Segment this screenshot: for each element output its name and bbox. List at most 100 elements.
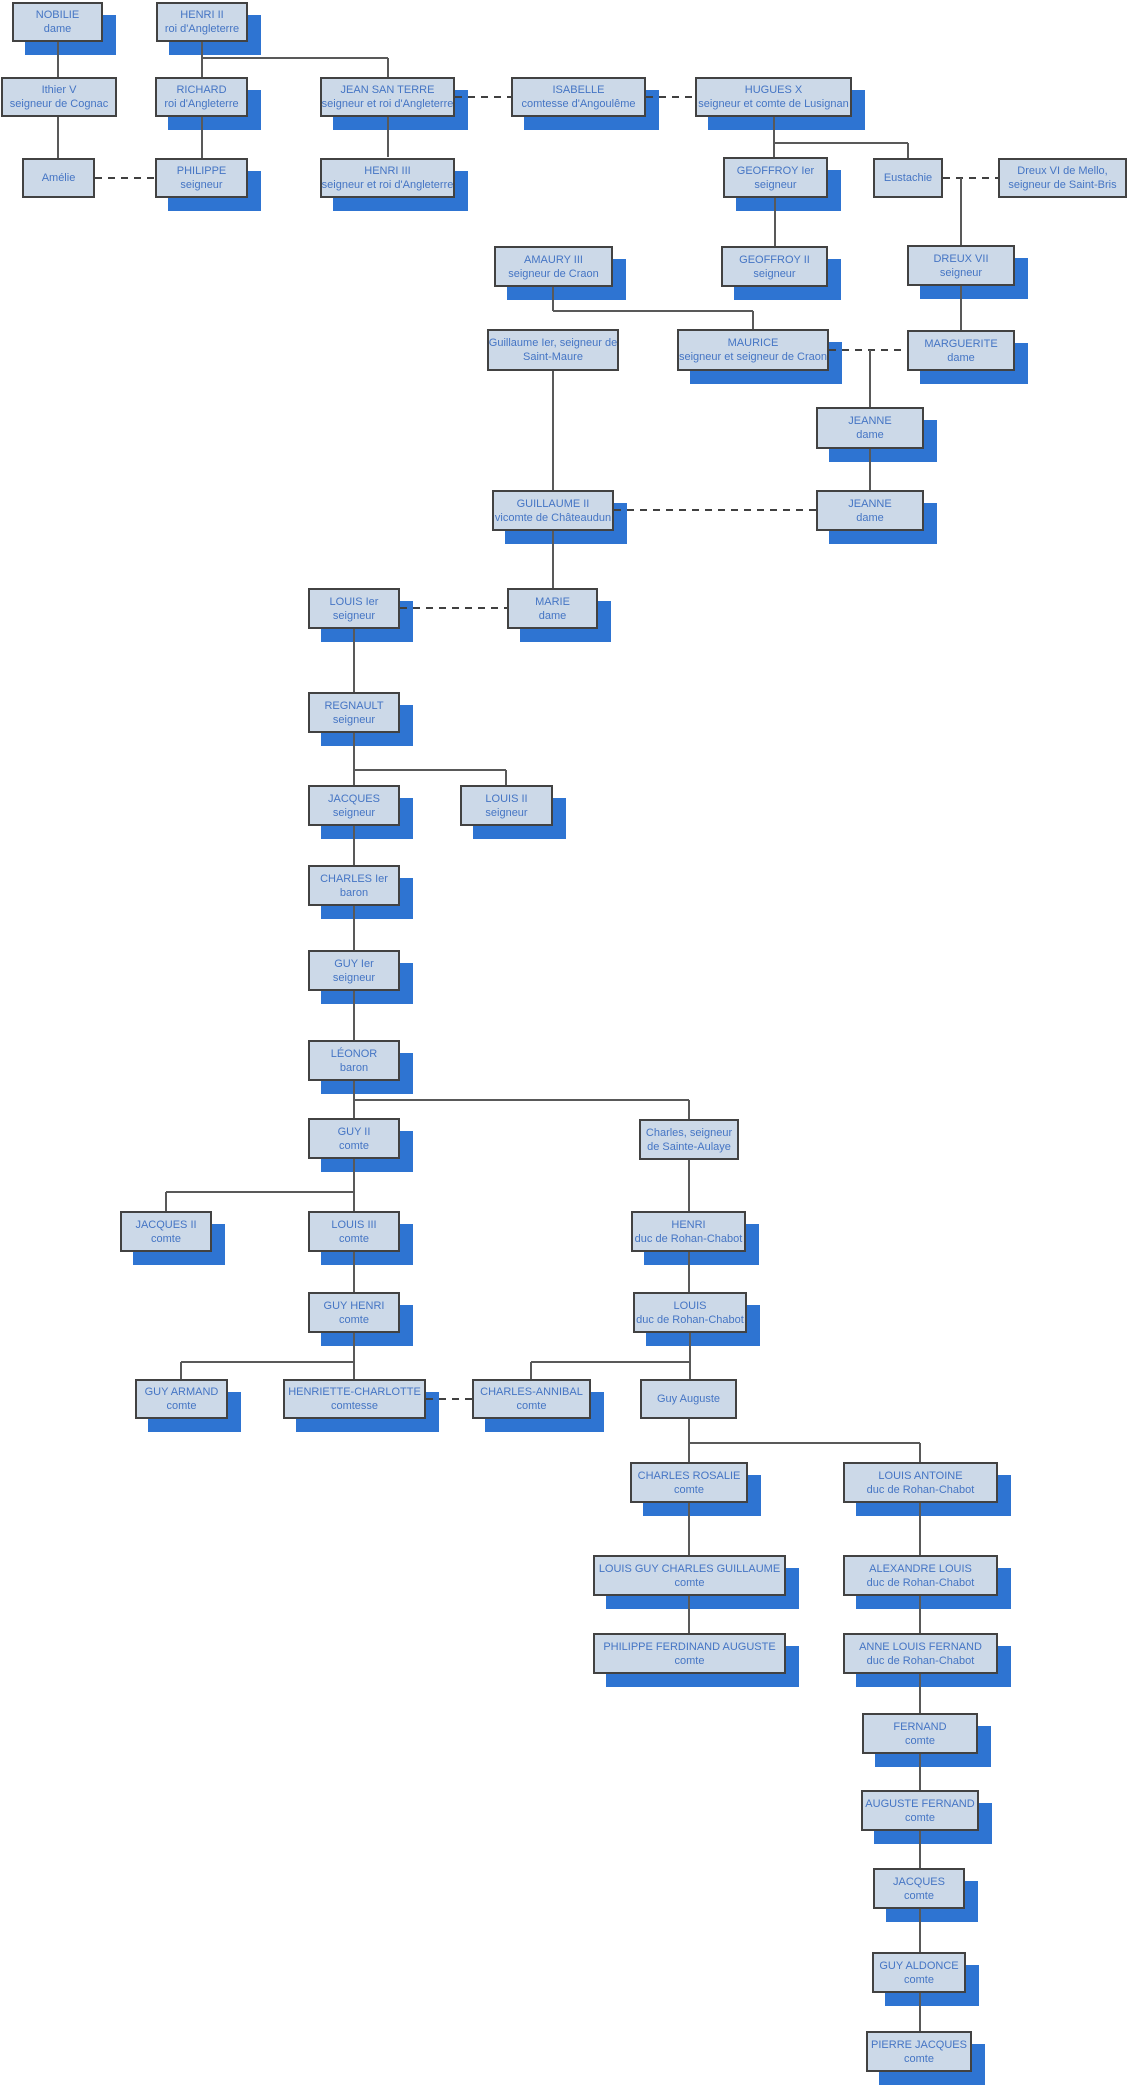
node-title-label: comtesse d'Angoulême xyxy=(521,98,636,110)
descent-line xyxy=(353,629,355,692)
descent-line xyxy=(919,1674,921,1713)
node-dreux-vi-de-mello[interactable]: Dreux VI de Mello,seigneur de Saint-Bris xyxy=(998,158,1127,198)
node-title-label: comte xyxy=(151,1232,181,1245)
node-eustachie[interactable]: Eustachie xyxy=(873,158,943,198)
node-name-label: GUY II xyxy=(337,1125,371,1138)
descent-line xyxy=(773,117,775,157)
node-name-label: LOUIS ANTOINE xyxy=(878,1469,963,1482)
node-guy-auguste[interactable]: Guy Auguste xyxy=(640,1379,737,1419)
descent-line xyxy=(960,286,962,330)
node-title-label: comte xyxy=(904,1889,934,1902)
node-title-label: seigneur xyxy=(332,609,376,622)
descent-line xyxy=(202,57,388,59)
node-name-label: GUY ALDONCE xyxy=(879,1959,959,1972)
descent-line xyxy=(919,1993,921,2031)
descent-line xyxy=(353,733,355,785)
descent-line xyxy=(774,142,908,144)
descent-line xyxy=(353,1252,355,1292)
descent-line xyxy=(688,1419,690,1462)
node-title-label: seigneur de Saint-Bris xyxy=(1008,179,1117,191)
marriage-dashed-line xyxy=(426,1398,472,1400)
node-title-label: seigneur et roi d'Angleterre xyxy=(321,179,454,191)
node-title-label: seigneur xyxy=(485,806,528,819)
node-title-label: seigneur xyxy=(180,179,223,191)
node-name-label: JEANNE xyxy=(848,497,892,510)
node-title-label: comte xyxy=(674,1654,705,1667)
node-name-label: CHARLES ROSALIE xyxy=(637,1469,741,1482)
node-amelie[interactable]: Amélie xyxy=(22,158,95,198)
descent-line xyxy=(960,178,962,245)
node-name-label: PHILIPPE FERDINAND AUGUSTE xyxy=(603,1640,776,1653)
descent-line xyxy=(354,769,506,771)
node-title-label: seigneur xyxy=(332,806,376,819)
descent-line xyxy=(201,117,203,158)
node-title-label: comte xyxy=(904,2052,934,2065)
node-name-label: LOUIS III xyxy=(331,1218,377,1231)
descent-line xyxy=(166,1191,354,1193)
descent-line xyxy=(869,350,871,407)
node-title-label: seigneur xyxy=(753,267,796,280)
node-title-label: duc de Rohan-Chabot xyxy=(866,1576,975,1589)
descent-line xyxy=(689,1333,691,1379)
node-name-label: ANNE LOUIS FERNAND xyxy=(859,1640,982,1653)
node-name-label: RICHARD xyxy=(176,84,227,96)
descent-line xyxy=(919,1909,921,1952)
node-title-label: duc de Rohan-Chabot xyxy=(866,1654,975,1667)
marriage-dashed-line xyxy=(646,96,695,98)
descent-line xyxy=(353,906,355,950)
node-title-label: comte xyxy=(905,1811,935,1824)
node-name-label: CHARLES Ier xyxy=(320,872,388,885)
node-title-label: baron xyxy=(339,1061,369,1074)
descent-line xyxy=(688,1252,690,1292)
